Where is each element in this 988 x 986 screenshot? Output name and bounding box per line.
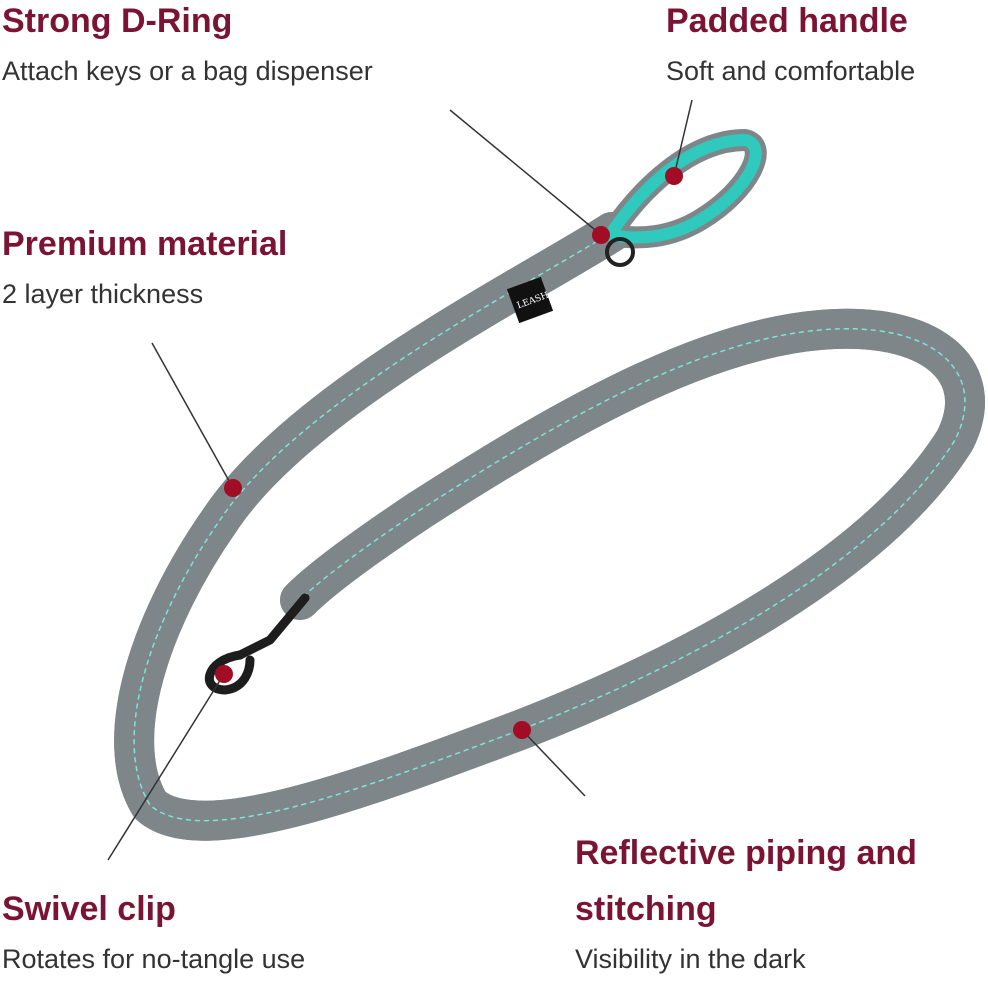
feature-subtitle-d-ring: Attach keys or a bag dispenser — [2, 56, 373, 86]
brand-logo: LEASH — [506, 276, 554, 324]
leash: LEASH — [134, 129, 965, 821]
feature-title-material: Premium material — [2, 225, 288, 263]
callout-lines — [107, 99, 693, 861]
feature-title-handle: Padded handle — [666, 2, 908, 40]
feature-title-reflective: Reflective piping and — [575, 834, 917, 872]
feature-subtitle-clip: Rotates for no-tangle use — [2, 944, 306, 974]
callout-markers — [215, 167, 683, 739]
feature-title-d-ring: Strong D-Ring — [2, 2, 233, 40]
feature-subtitle-handle: Soft and comfortable — [666, 56, 916, 86]
feature-subtitle-reflective: Visibility in the dark — [575, 944, 806, 974]
feature-title-clip: Swivel clip — [2, 890, 176, 928]
feature-subtitle-material: 2 layer thickness — [2, 279, 204, 309]
d-ring — [605, 237, 635, 267]
feature-title-reflective-line2: stitching — [575, 890, 717, 928]
swivel-clip — [204, 593, 310, 695]
